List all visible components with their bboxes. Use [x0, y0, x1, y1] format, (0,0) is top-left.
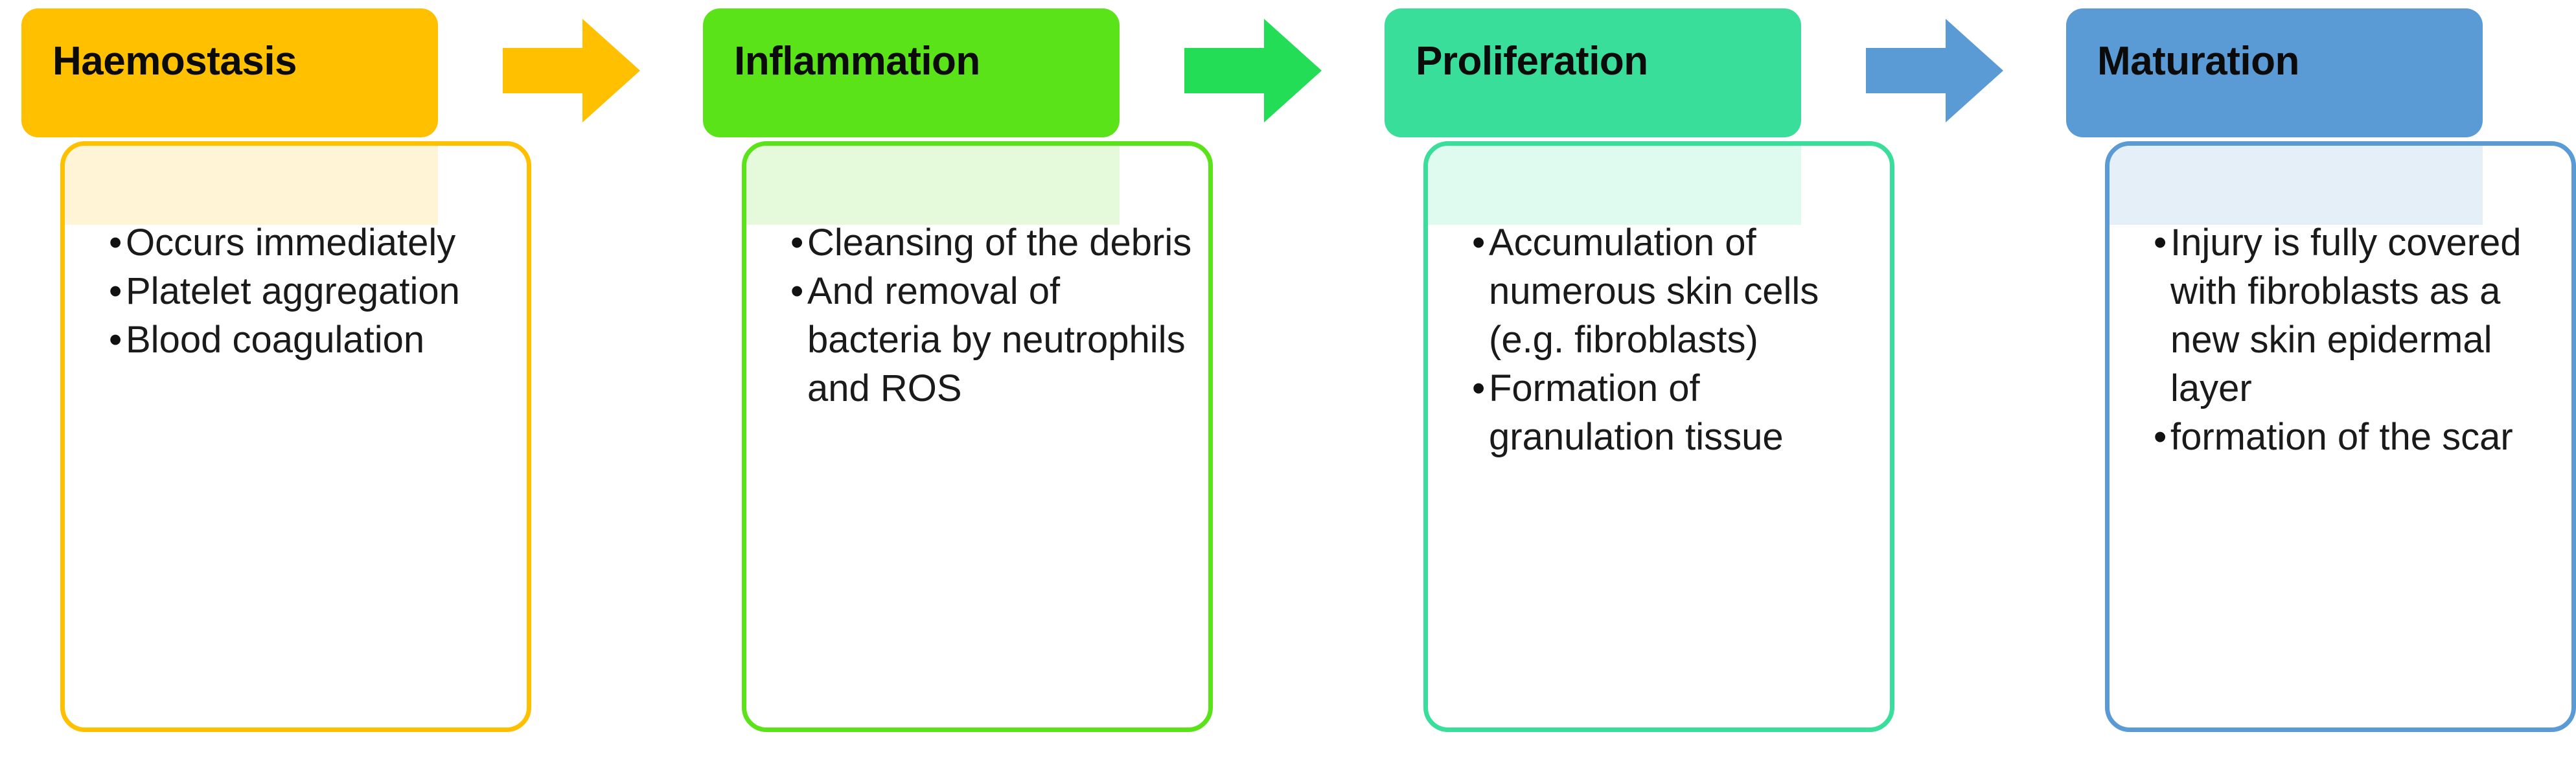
list-item-text: Blood coagulation: [126, 319, 425, 361]
phase-header-haemostasis: Haemostasis: [21, 8, 438, 137]
flow-arrow-icon-haemostasis-to-inflammation: [503, 19, 640, 122]
bullet-list-inflammation: • Cleansing of the debris • And removal …: [790, 218, 1193, 413]
list-item-text: Accumulation of numerous skin cells (e.g…: [1489, 222, 1819, 361]
phase-group-haemostasis: Haemostasis • Occurs immediately • Plate…: [0, 0, 674, 767]
phase-body-proliferation: • Accumulation of numerous skin cells (e…: [1423, 141, 1894, 732]
bullet-list-proliferation: • Accumulation of numerous skin cells (e…: [1472, 218, 1874, 461]
bullet-glyph: •: [1472, 222, 1486, 264]
phase-body-tint: [2110, 146, 2483, 225]
phase-header-inflammation: Inflammation: [703, 8, 1120, 137]
list-item: • Injury is fully covered with fibroblas…: [2154, 218, 2556, 413]
bullet-glyph: •: [109, 222, 122, 264]
bullet-list-maturation: • Injury is fully covered with fibroblas…: [2154, 218, 2556, 461]
phase-body-tint: [1428, 146, 1801, 225]
list-item-text: Platelet aggregation: [126, 270, 460, 312]
phase-body-maturation: • Injury is fully covered with fibroblas…: [2105, 141, 2576, 732]
phase-body-tint: [746, 146, 1120, 225]
bullet-glyph: •: [790, 222, 804, 264]
bullet-glyph: •: [790, 270, 804, 312]
phase-group-maturation: Maturation • Injury is fully covered wit…: [2045, 0, 2576, 767]
list-item: • Blood coagulation: [109, 315, 511, 364]
list-item-text: Injury is fully covered with fibroblasts…: [2170, 222, 2522, 409]
phase-group-proliferation: Proliferation • Accumulation of numerous…: [1363, 0, 2037, 767]
list-item: • Platelet aggregation: [109, 267, 511, 315]
phase-title-maturation: Maturation: [2097, 39, 2299, 84]
list-item: • Cleansing of the debris: [790, 218, 1193, 267]
bullet-glyph: •: [1472, 367, 1486, 409]
list-item-text: Occurs immediately: [126, 222, 456, 264]
phase-title-haemostasis: Haemostasis: [52, 39, 297, 84]
phase-title-inflammation: Inflammation: [734, 39, 980, 84]
list-item-text: And removal of bacteria by neutrophils a…: [807, 270, 1186, 409]
phase-title-proliferation: Proliferation: [1416, 39, 1648, 84]
list-item: • formation of the scar: [2154, 413, 2556, 461]
bullet-glyph: •: [109, 319, 122, 361]
phase-header-proliferation: Proliferation: [1385, 8, 1801, 137]
list-item: • Formation of granulation tissue: [1472, 364, 1874, 461]
bullet-glyph: •: [2154, 416, 2167, 458]
phase-body-haemostasis: • Occurs immediately • Platelet aggregat…: [60, 141, 531, 732]
phase-body-inflammation: • Cleansing of the debris • And removal …: [742, 141, 1213, 732]
list-item-text: formation of the scar: [2170, 416, 2513, 458]
phase-group-inflammation: Inflammation • Cleansing of the debris •…: [682, 0, 1355, 767]
list-item: • Occurs immediately: [109, 218, 511, 267]
flow-arrow-icon-inflammation-to-proliferation: [1184, 19, 1322, 122]
phase-body-tint: [65, 146, 438, 225]
phase-header-maturation: Maturation: [2066, 8, 2483, 137]
flow-arrow-icon-proliferation-to-maturation: [1866, 19, 2003, 122]
list-item-text: Formation of granulation tissue: [1489, 367, 1784, 458]
list-item: • And removal of bacteria by neutrophils…: [790, 267, 1193, 413]
bullet-glyph: •: [109, 270, 122, 312]
list-item: • Accumulation of numerous skin cells (e…: [1472, 218, 1874, 364]
bullet-list-haemostasis: • Occurs immediately • Platelet aggregat…: [109, 218, 511, 364]
list-item-text: Cleansing of the debris: [807, 222, 1192, 264]
bullet-glyph: •: [2154, 222, 2167, 264]
